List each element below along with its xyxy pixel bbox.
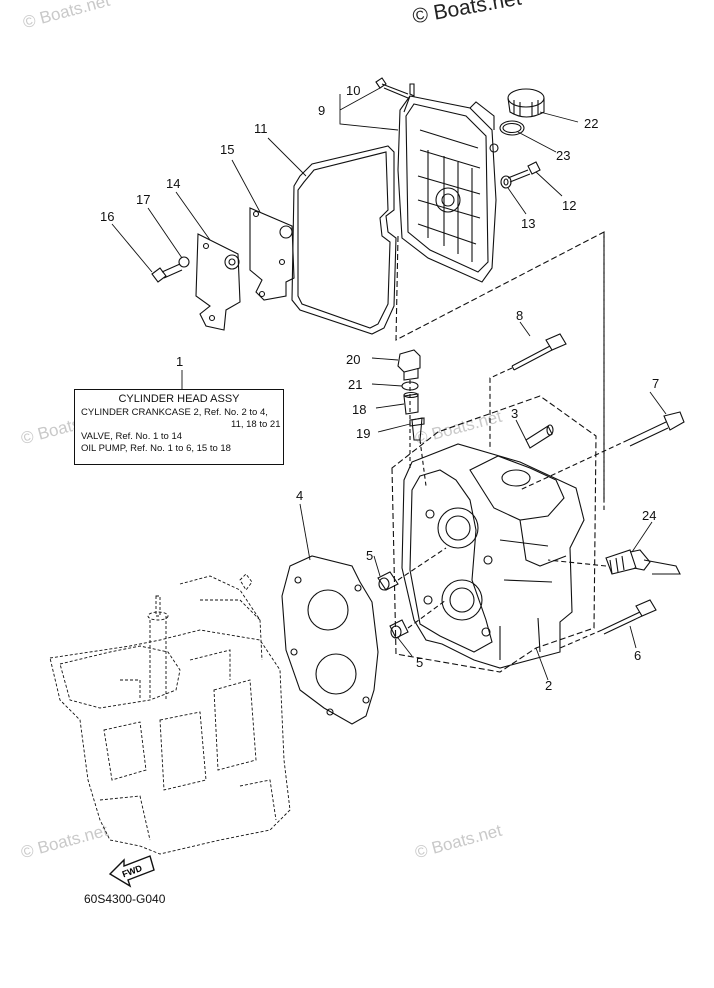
info-box-line: 11, 18 to 21 [231,419,281,430]
spark-plug-part[interactable] [605,549,681,575]
bolt-16-part[interactable] [151,263,183,283]
dowel-5a-part[interactable] [377,571,399,591]
callout-15[interactable]: 15 [220,142,234,157]
info-box-line: OIL PUMP, Ref. No. 1 to 6, 15 to 18 [81,443,231,454]
bolt-10-part[interactable] [375,77,415,99]
assembly-info-box: CYLINDER HEAD ASSY CYLINDER CRANKCASE 2,… [74,389,284,465]
oil-filler-cap-part[interactable] [507,88,545,118]
callout-20[interactable]: 20 [346,352,360,367]
callout-7[interactable]: 7 [652,376,659,391]
bolt-7-part[interactable] [627,411,685,447]
callout-3[interactable]: 3 [511,406,518,421]
callout-14[interactable]: 14 [166,176,180,191]
callout-21[interactable]: 21 [348,377,362,392]
callout-19[interactable]: 19 [356,426,370,441]
callout-5a[interactable]: 5 [366,548,373,563]
callout-4[interactable]: 4 [296,488,303,503]
sleeve-18-part[interactable] [403,391,419,415]
washer-13-part[interactable] [500,175,512,189]
callout-12[interactable]: 12 [562,198,576,213]
plate-14-part[interactable] [195,233,241,331]
callout-10[interactable]: 10 [346,83,360,98]
dowel-pin-3-part[interactable] [525,424,554,449]
callout-5b[interactable]: 5 [416,655,423,670]
bolt-12-part[interactable] [507,161,541,183]
callout-8[interactable]: 8 [516,308,523,323]
bolt-6-part[interactable] [601,599,657,635]
o-ring-23-part[interactable] [499,120,525,136]
cover-plate-15-part[interactable] [249,207,295,301]
crankcase-block-part[interactable] [49,573,291,855]
callout-13[interactable]: 13 [521,216,535,231]
washer-17-part[interactable] [178,256,190,268]
callout-2[interactable]: 2 [545,678,552,693]
plug-20-part[interactable] [397,349,421,381]
callout-18[interactable]: 18 [352,402,366,417]
dowel-5b-part[interactable] [389,619,409,639]
callout-1[interactable]: 1 [176,354,183,369]
callout-16[interactable]: 16 [100,209,114,224]
callout-22[interactable]: 22 [584,116,598,131]
gasket-11-part[interactable] [291,145,397,335]
callout-9[interactable]: 9 [318,103,325,118]
drawing-code: 60S4300-G040 [84,892,166,906]
info-box-line: VALVE, Ref. No. 1 to 14 [81,431,183,442]
valve-cover-part[interactable] [397,95,499,283]
fwd-arrow-icon [108,855,155,888]
callout-24[interactable]: 24 [642,508,656,523]
callout-6[interactable]: 6 [634,648,641,663]
cylinder-head-part[interactable] [401,443,585,669]
bolt-8-part[interactable] [511,333,567,371]
info-box-line: CYLINDER CRANKCASE 2, Ref. No. 2 to 4, [81,407,268,418]
pin-19-part[interactable] [409,417,425,441]
callout-11[interactable]: 11 [254,121,268,136]
head-gasket-part[interactable] [281,555,379,725]
info-box-title: CYLINDER HEAD ASSY [118,393,240,405]
callout-23[interactable]: 23 [556,148,570,163]
callout-17[interactable]: 17 [136,192,150,207]
